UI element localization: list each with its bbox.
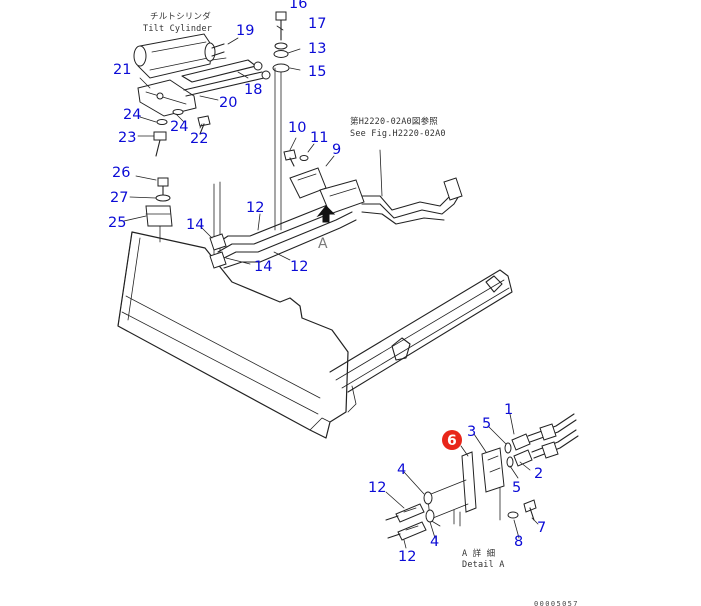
control-valve bbox=[283, 149, 365, 223]
part-label-5b[interactable]: 5 bbox=[512, 480, 521, 496]
part-label-12d[interactable]: 12 bbox=[398, 549, 416, 565]
control-lever bbox=[361, 149, 463, 225]
part-label-23[interactable]: 23 bbox=[118, 130, 136, 146]
upper-bolts bbox=[272, 11, 290, 231]
part-label-8[interactable]: 8 bbox=[514, 534, 523, 550]
part-label-19[interactable]: 19 bbox=[236, 23, 254, 39]
part-label-2[interactable]: 2 bbox=[534, 466, 543, 482]
detail-a-label-en: Detail A bbox=[462, 560, 505, 570]
part-label-5a[interactable]: 5 bbox=[482, 416, 491, 432]
part-label-12b[interactable]: 12 bbox=[290, 259, 308, 275]
leader-lines bbox=[123, 25, 539, 549]
reference-note-jp: 第H2220-02A0図参照 bbox=[350, 116, 438, 127]
part-label-12c[interactable]: 12 bbox=[368, 480, 386, 496]
tilt-cylinder-label-jp: チルトシリンダ bbox=[150, 11, 211, 22]
part-label-18[interactable]: 18 bbox=[244, 82, 262, 98]
part-label-16[interactable]: 16 bbox=[289, 0, 307, 12]
part-label-10[interactable]: 10 bbox=[288, 120, 306, 136]
part-label-6: 6 bbox=[447, 433, 457, 449]
part-label-11[interactable]: 11 bbox=[310, 130, 328, 146]
part-label-14b[interactable]: 14 bbox=[254, 259, 272, 275]
detail-a bbox=[385, 413, 579, 541]
part-label-14a[interactable]: 14 bbox=[186, 217, 204, 233]
highlighted-part-callout[interactable]: 6 bbox=[442, 430, 462, 450]
hose-assembly bbox=[209, 181, 357, 269]
part-label-3[interactable]: 3 bbox=[467, 424, 476, 440]
tilt-cylinder bbox=[133, 33, 225, 79]
part-label-7[interactable]: 7 bbox=[537, 520, 546, 536]
link-rods bbox=[181, 57, 271, 97]
small-bolts bbox=[153, 109, 211, 157]
part-label-13[interactable]: 13 bbox=[308, 41, 326, 57]
tilt-cylinder-label-en: Tilt Cylinder bbox=[143, 24, 212, 34]
part-label-15[interactable]: 15 bbox=[308, 64, 326, 80]
part-label-17[interactable]: 17 bbox=[308, 16, 326, 32]
dozer-blade bbox=[117, 231, 349, 439]
part-label-20[interactable]: 20 bbox=[219, 95, 237, 111]
part-label-27[interactable]: 27 bbox=[110, 190, 128, 206]
part-label-9[interactable]: 9 bbox=[332, 142, 341, 158]
view-a-label: A bbox=[318, 236, 328, 252]
part-label-22[interactable]: 22 bbox=[190, 131, 208, 147]
part-label-1[interactable]: 1 bbox=[504, 402, 513, 418]
drawing-number: 00005057 bbox=[534, 600, 579, 606]
bracket-25-group bbox=[145, 177, 173, 243]
highlight-marker bbox=[442, 430, 462, 450]
part-label-4b[interactable]: 4 bbox=[430, 534, 439, 550]
part-number-labels: 16 17 19 13 15 18 20 21 24 24 22 23 10 1… bbox=[108, 0, 546, 565]
cylinder-bracket bbox=[137, 79, 197, 117]
push-frame bbox=[329, 269, 513, 413]
part-label-25[interactable]: 25 bbox=[108, 215, 126, 231]
part-label-24a[interactable]: 24 bbox=[123, 107, 141, 123]
part-label-24b[interactable]: 24 bbox=[170, 119, 188, 135]
reference-note-en: See Fig.H2220-02A0 bbox=[350, 129, 446, 139]
part-label-12a[interactable]: 12 bbox=[246, 200, 264, 216]
detail-a-label-jp: A 詳 細 bbox=[462, 548, 495, 559]
part-label-4a[interactable]: 4 bbox=[397, 462, 406, 478]
part-label-21[interactable]: 21 bbox=[113, 62, 131, 78]
part-label-26[interactable]: 26 bbox=[112, 165, 130, 181]
